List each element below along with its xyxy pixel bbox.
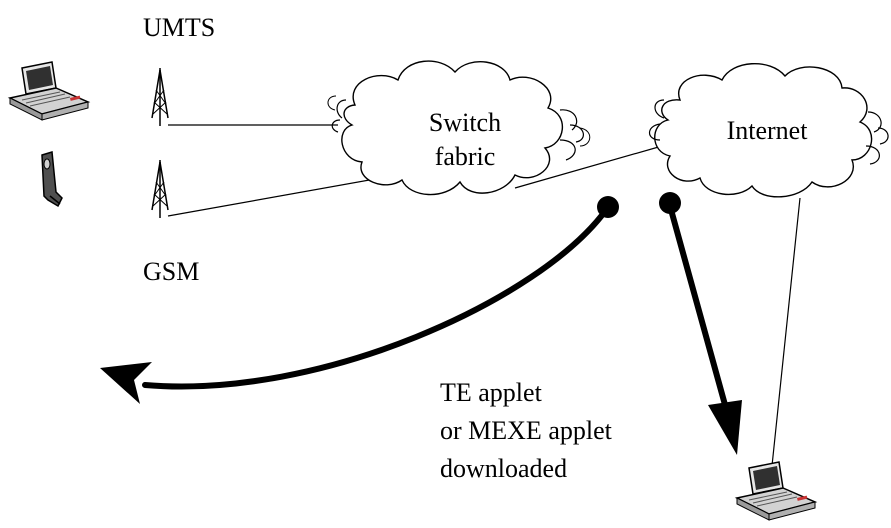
- switch-fabric-label-line1: Switch: [428, 108, 502, 137]
- mobile-phone-icon: [41, 151, 63, 208]
- annotation-line1: TE applet: [440, 378, 542, 407]
- switch-fabric-cloud: [327, 60, 591, 196]
- internet-cloud: [648, 63, 889, 198]
- annotation-line2: or MEXE applet: [440, 416, 612, 445]
- switch-fabric-label-line2: fabric: [434, 142, 496, 171]
- laptop-icon: [9, 61, 89, 121]
- internet-to-laptop-line: [769, 197, 801, 486]
- umts-label: UMTS: [143, 13, 216, 42]
- gsm-antenna-icon: [151, 159, 169, 219]
- gsm-label: GSM: [143, 257, 200, 286]
- download-arrow-left: [100, 196, 619, 404]
- umts-antenna-icon: [151, 67, 169, 127]
- switch-to-internet-line: [514, 145, 663, 189]
- download-arrow-right: [659, 192, 742, 455]
- internet-label: Internet: [726, 116, 808, 145]
- annotation-line3: downloaded: [440, 454, 568, 483]
- gsm-link-line: [167, 175, 393, 217]
- laptop-icon: [736, 461, 816, 521]
